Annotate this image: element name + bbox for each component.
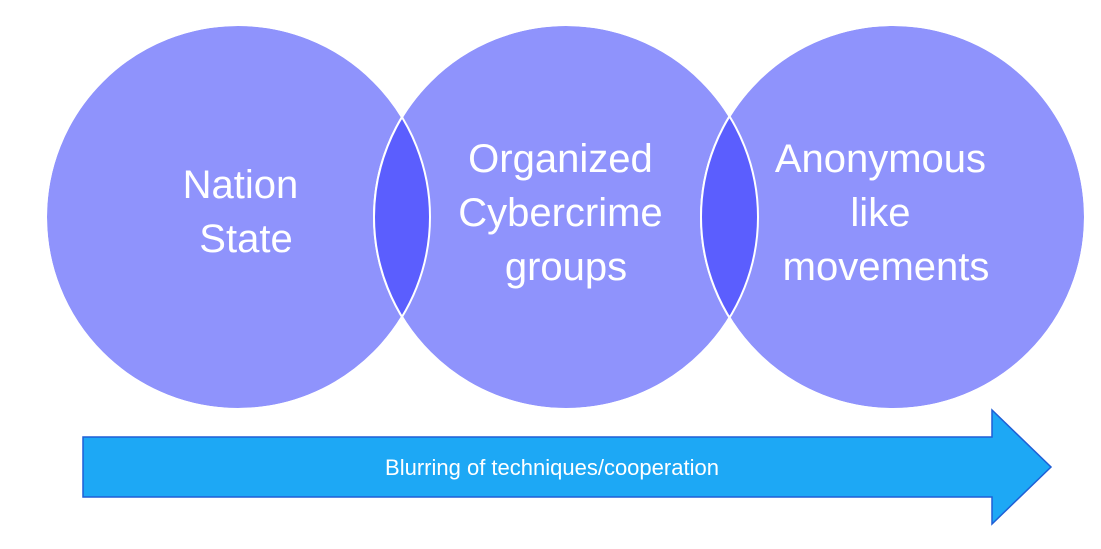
label-organized-cybercrime-line-2: Cybercrime — [458, 191, 662, 235]
arrow-label: Blurring of techniques/cooperation — [385, 455, 719, 480]
label-organized-cybercrime: Organized Cybercrime groups — [458, 137, 674, 289]
label-nation-state-line-1: Nation — [183, 163, 299, 207]
circle-labels: Nation State Organized Cybercrime groups… — [183, 137, 997, 289]
label-organized-cybercrime-line-1: Organized — [468, 137, 653, 181]
circle-anonymous-movements-outline — [700, 24, 1086, 410]
label-organized-cybercrime-line-3: groups — [505, 245, 627, 289]
label-anonymous-movements: Anonymous like movements — [775, 137, 997, 289]
circle-nation-state-outline — [45, 24, 431, 410]
label-anonymous-movements-line-3: movements — [783, 245, 990, 289]
label-nation-state: Nation State — [183, 163, 310, 261]
circle-organized-cybercrime-outline — [373, 24, 759, 410]
label-nation-state-line-2: State — [199, 217, 292, 261]
arrow-shape — [82, 408, 1053, 526]
venn-circles — [45, 24, 1086, 410]
label-anonymous-movements-line-1: Anonymous — [775, 137, 986, 181]
label-anonymous-movements-line-2: like — [850, 191, 910, 235]
blurring-arrow: Blurring of techniques/cooperation — [82, 408, 1053, 526]
